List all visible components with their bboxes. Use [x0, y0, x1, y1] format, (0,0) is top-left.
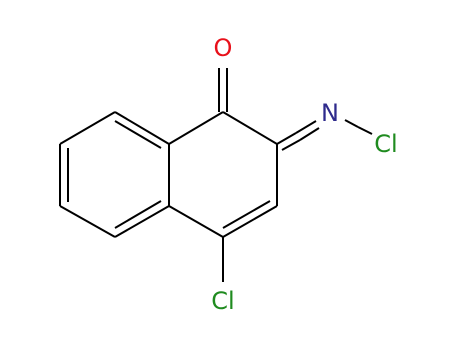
bond-c6-c7 — [59, 205, 116, 238]
bond-c2-n-a-blue — [295, 120, 317, 134]
bond-c8a-c4 — [114, 111, 170, 145]
bond-c8a-c1 — [168, 111, 224, 145]
bond-c3-c4-inner — [222, 200, 271, 229]
bond-c2-n-a-black — [276, 132, 297, 145]
bond-c4-c5 — [59, 111, 116, 145]
bond-c8a-c4-inner — [114, 120, 162, 149]
atom-label-chlorine-ring: Cl — [211, 287, 234, 315]
bond-n-cl-blue — [344, 119, 359, 128]
atom-label-nitrogen: N — [321, 99, 339, 127]
bond-n-cl-green — [357, 126, 373, 135]
bond-c2-n-b-black — [281, 139, 301, 151]
bond-c7-c8-inner — [114, 200, 162, 229]
bond-c1-c2 — [222, 111, 278, 145]
atom-label-oxygen: O — [214, 34, 233, 62]
bond-c2-n-b-blue — [299, 127, 320, 141]
bond-c3-c4 — [222, 205, 278, 238]
bond-c4-c4a — [168, 205, 224, 238]
atom-label-chlorine-n: Cl — [374, 130, 397, 158]
bond-c7-c8 — [114, 205, 170, 238]
